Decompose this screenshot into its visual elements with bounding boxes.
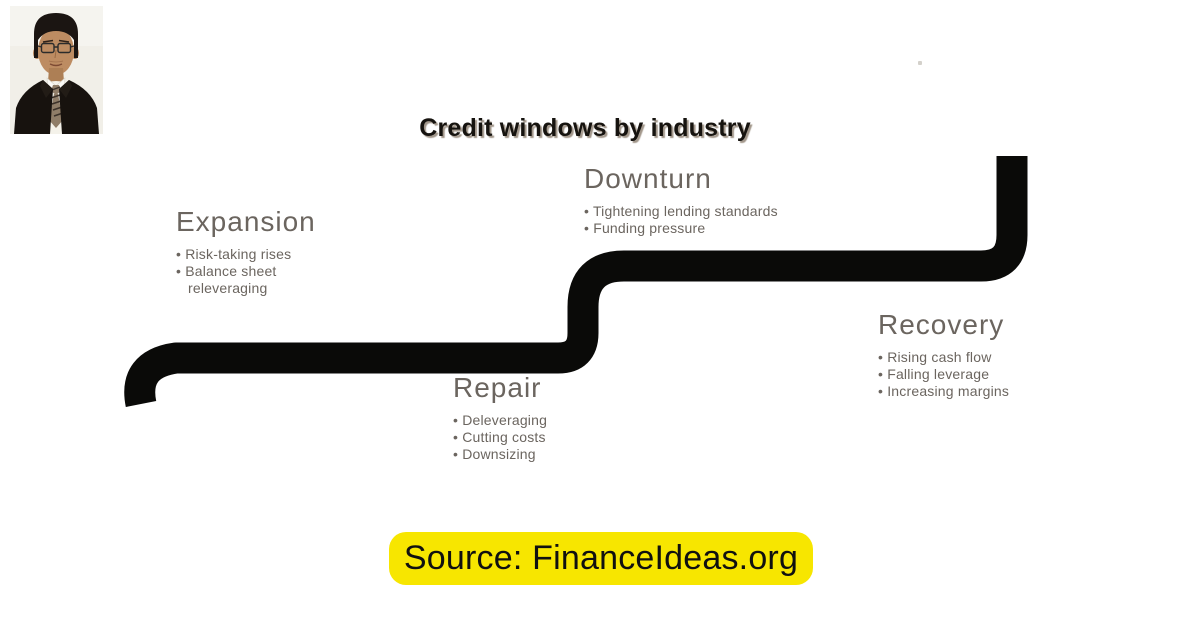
phase-recovery-title: Recovery — [878, 309, 1005, 340]
phase-repair-bullets: • Deleveraging• Cutting costs• Downsizin… — [453, 412, 653, 463]
phase-expansion-bullets: • Risk-taking rises• Balance sheet relev… — [176, 246, 311, 297]
page-title: Credit windows by industry — [419, 114, 751, 142]
source-badge-text: Source: FinanceIdeas.org — [403, 539, 799, 577]
phase-bullet: • Funding pressure — [584, 220, 706, 236]
phase-downturn-bullets: • Tightening lending standards• Funding … — [584, 203, 844, 237]
phase-expansion-title: Expansion — [176, 206, 316, 237]
phase-repair-title: Repair — [453, 372, 542, 403]
phase-recovery-bullets: • Rising cash flow• Falling leverage• In… — [878, 349, 1098, 400]
phase-recovery: Recovery • Rising cash flow• Falling lev… — [878, 309, 1098, 400]
source-badge: Source: FinanceIdeas.org — [389, 532, 813, 585]
phase-bullet: • Tightening lending standards — [584, 203, 778, 219]
phase-bullet: • Deleveraging — [453, 412, 548, 428]
phase-bullet: • Rising cash flow — [878, 349, 992, 365]
phase-bullet: • Falling leverage — [878, 366, 990, 382]
phase-downturn-title: Downturn — [584, 163, 712, 194]
phase-bullet: • Cutting costs — [453, 429, 546, 445]
phase-bullet: • Downsizing — [453, 446, 536, 462]
phase-repair: Repair • Deleveraging• Cutting costs• Do… — [453, 372, 653, 463]
author-headshot-photo — [10, 6, 103, 134]
speck-artifact — [918, 61, 922, 65]
phase-expansion: Expansion • Risk-taking rises• Balance s… — [176, 206, 316, 297]
phase-bullet: • Risk-taking rises — [176, 246, 292, 262]
phase-bullet: • Increasing margins — [878, 383, 1010, 399]
phase-bullet: • Balance sheet releveraging — [176, 263, 277, 296]
phase-downturn: Downturn • Tightening lending standards•… — [584, 163, 844, 237]
